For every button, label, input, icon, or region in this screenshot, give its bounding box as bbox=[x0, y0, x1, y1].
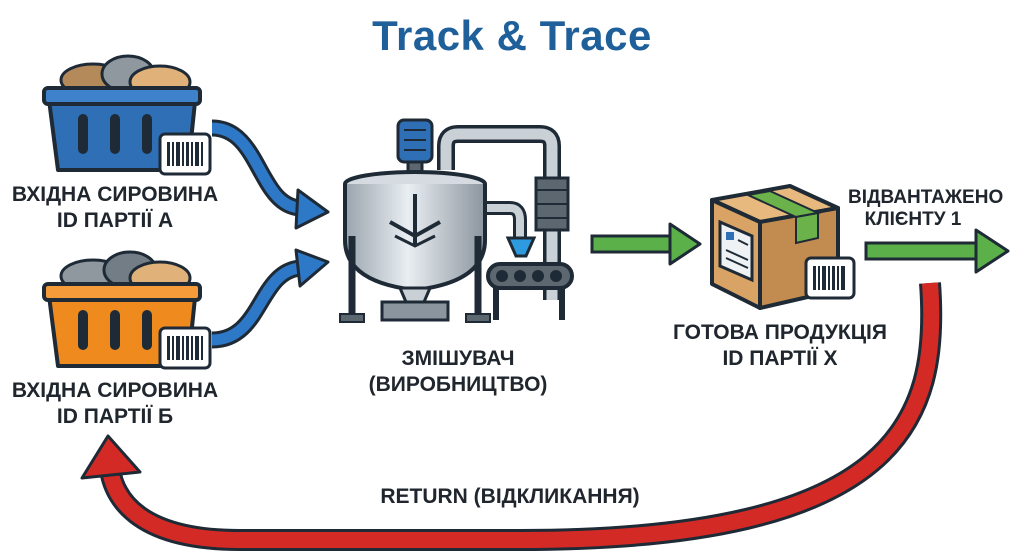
shipped-label: ВІДВАНТАЖЕНО КЛІЄНТУ 1 bbox=[848, 187, 1004, 231]
finished-product-line1: ГОТОВА ПРОДУКЦІЯ bbox=[673, 321, 887, 344]
mixer-line1: ЗМІШУВАЧ bbox=[401, 347, 515, 370]
conveyor-icon bbox=[486, 262, 574, 320]
page-title: Track & Trace bbox=[372, 12, 652, 59]
barcode-icon bbox=[158, 132, 212, 176]
raw-material-a-line1: ВХІДНА СИРОВИНА bbox=[11, 183, 219, 206]
raw-material-b-line2: ID ПАРТІЇ Б bbox=[56, 405, 174, 428]
mixer-line2: (ВИРОБНИЦТВО) bbox=[368, 373, 548, 396]
shipped-line2: КЛІЄНТУ 1 bbox=[864, 209, 962, 230]
barcode-icon bbox=[158, 326, 212, 370]
return-arrow bbox=[80, 282, 943, 551]
forward-arrow-1 bbox=[590, 222, 702, 266]
raw-material-b-label: ВХІДНА СИРОВИНА ID ПАРТІЇ Б bbox=[0, 378, 230, 430]
return-label: RETURN (ВІДКЛИКАННЯ) bbox=[380, 485, 640, 508]
raw-material-b-line1: ВХІДНА СИРОВИНА bbox=[11, 379, 219, 402]
finished-product-label: ГОТОВА ПРОДУКЦІЯ ID ПАРТІЇ Х bbox=[660, 320, 900, 372]
shipped-line1: ВІДВАНТАЖЕНО bbox=[848, 187, 1004, 208]
mixer-label: ЗМІШУВАЧ (ВИРОБНИЦТВО) bbox=[358, 346, 558, 398]
mixer-machine-icon bbox=[339, 118, 570, 323]
barcode-icon bbox=[804, 256, 856, 300]
input-arrow-b bbox=[211, 248, 330, 349]
input-arrow-a bbox=[211, 119, 330, 230]
raw-material-a-label: ВХІДНА СИРОВИНА ID ПАРТІЇ А bbox=[0, 182, 230, 234]
forward-arrow-2 bbox=[864, 228, 1010, 274]
raw-material-a-line2: ID ПАРТІЇ А bbox=[56, 209, 174, 232]
finished-product-line2: ID ПАРТІЇ Х bbox=[722, 347, 838, 370]
